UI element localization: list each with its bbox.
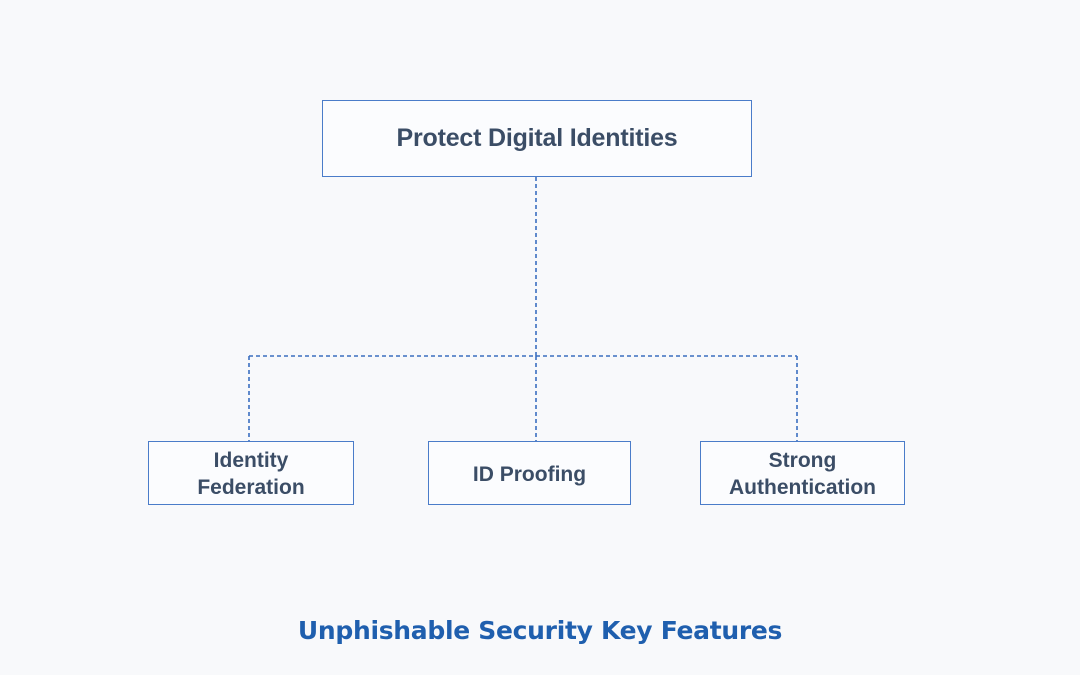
root-node-label: Protect Digital Identities: [396, 124, 678, 152]
child-node-identity-federation: Identity Federation: [148, 441, 354, 505]
diagram-caption: Unphishable Security Key Features: [297, 616, 783, 645]
child-node-label-line1: ID Proofing: [472, 462, 587, 486]
child-node-label-line1: Identity: [213, 449, 289, 472]
child-node-label-line2: Federation: [197, 476, 305, 499]
child-node-id-proofing: ID Proofing: [428, 441, 631, 505]
child-node-strong-authentication: Strong Authentication: [700, 441, 905, 505]
root-node-protect-digital-identities: Protect Digital Identities: [322, 100, 752, 177]
child-node-label-line2: Authentication: [729, 476, 876, 499]
child-node-label-line1: Strong: [768, 449, 837, 472]
